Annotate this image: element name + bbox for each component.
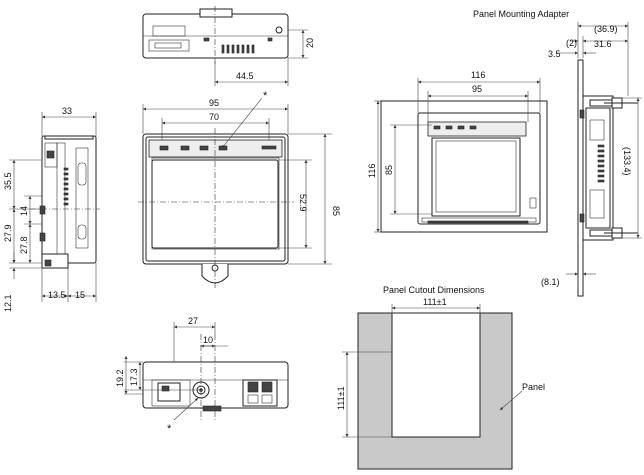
dim-44-5: 44.5 [236, 71, 254, 81]
dim-70: 70 [209, 112, 219, 122]
adapter-dim-8-1: (8.1) [541, 277, 560, 287]
vent-slots [221, 44, 255, 54]
dim-85: 85 [331, 206, 341, 216]
dim-35-5: 35.5 [3, 172, 13, 190]
dim-52-9: 52.9 [298, 194, 308, 212]
top-view: 44.5 20 [142, 6, 315, 86]
dim-27-9: 27.9 [3, 224, 13, 242]
adapter-side-slots [597, 144, 605, 183]
adapter-dim-2: (2) [566, 38, 577, 48]
adapter-dim-3-5: 3.5 [548, 49, 561, 59]
adapter-side: (36.9) 31.6 (2) 3.5 (133.4) (8.1) [541, 22, 642, 297]
dim-15: 15 [75, 290, 85, 300]
front-view: 95 70 * 85 52.9 [138, 90, 341, 290]
dim-27-8: 27.8 [19, 236, 29, 254]
dim-27: 27 [188, 316, 198, 326]
adapter-front: 116 95 116 85 [367, 70, 548, 233]
adapter-dim-95-w: 95 [472, 84, 482, 94]
bottom-asterisk: * [167, 423, 172, 435]
adapter-dim-116-w: 116 [471, 70, 485, 80]
adapter-dim-116-h: 116 [367, 164, 377, 178]
cutout-dim-height: 111±1 [336, 386, 346, 410]
cutout-title: Panel Cutout Dimensions [383, 285, 485, 295]
side-view: 33 35.5 14 27.9 27.8 12.1 13.5 15 [3, 106, 100, 312]
panel-cutout: 111±1 111±1 Panel [336, 297, 545, 470]
dim-13-5: 13.5 [48, 290, 66, 300]
dim-12-1: 12.1 [3, 294, 13, 312]
side-vent-slots [63, 167, 69, 206]
adapter-title: Panel Mounting Adapter [473, 9, 569, 19]
dim-33: 33 [62, 106, 72, 116]
dim-14: 14 [19, 206, 29, 216]
dim-10: 10 [203, 335, 213, 345]
cutout-dim-width: 111±1 [423, 297, 447, 307]
dim-95: 95 [209, 98, 219, 108]
panel-label: Panel [522, 382, 545, 392]
adapter-dim-133-4: (133.4) [622, 147, 632, 176]
dim-20: 20 [305, 38, 315, 48]
front-asterisk: * [263, 90, 268, 102]
adapter-dim-36-9: (36.9) [594, 24, 618, 34]
bottom-view: 27 10 19.2 17.3 * [115, 316, 289, 435]
dim-17-3: 17.3 [129, 368, 139, 386]
adapter-dim-85-h: 85 [384, 165, 394, 175]
adapter-dim-31-6: 31.6 [594, 39, 612, 49]
dim-19-2: 19.2 [115, 369, 125, 387]
